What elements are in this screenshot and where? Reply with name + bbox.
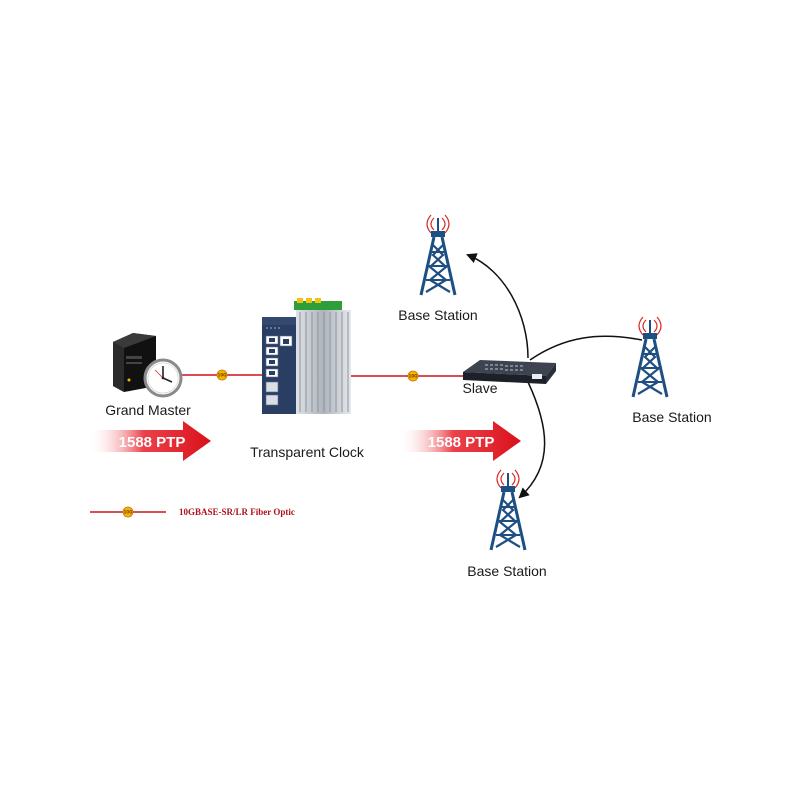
- legend-label: 10GBASE-SR/LR Fiber Optic: [179, 507, 295, 517]
- link-curve-right: [529, 335, 643, 361]
- cell-tower-icon: [419, 213, 457, 297]
- base-station-right-label: Base Station: [632, 409, 711, 425]
- svg-text:10G: 10G: [218, 373, 227, 378]
- slave-node: Slave: [462, 360, 556, 396]
- base-station-bottom: Base Station: [467, 468, 547, 579]
- ptp-arrow-1: 1588 PTP: [88, 421, 211, 461]
- svg-text:10G: 10G: [409, 374, 418, 379]
- fiber-links: 10G 10G: [160, 369, 465, 382]
- base-station-right: Base Station: [631, 315, 712, 425]
- legend: 10G 10GBASE-SR/LR Fiber Optic: [90, 506, 295, 518]
- legend-fiber-marker: 10G: [122, 506, 134, 518]
- grand-master-label: Grand Master: [105, 402, 191, 418]
- wall-clock-icon: [143, 358, 183, 398]
- fiber-marker: 10G: [216, 369, 228, 381]
- transparent-clock-node: Transparent Clock: [250, 298, 365, 460]
- grand-master-node: Grand Master: [105, 333, 191, 418]
- svg-text:10G: 10G: [124, 510, 133, 515]
- ptp-arrow-2: 1588 PTP: [398, 421, 521, 461]
- fiber-marker: 10G: [407, 370, 419, 382]
- slave-links: [466, 253, 643, 499]
- link-arrow-top: [466, 253, 529, 359]
- ptp-arrow-2-label: 1588 PTP: [428, 434, 495, 451]
- link-arrow-bottom: [518, 381, 546, 499]
- cell-tower-icon: [489, 468, 527, 552]
- base-station-bottom-label: Base Station: [467, 563, 546, 579]
- slave-label: Slave: [462, 380, 497, 396]
- transparent-clock-label: Transparent Clock: [250, 444, 365, 460]
- ptp-arrow-1-label: 1588 PTP: [119, 434, 186, 451]
- rack-switch-icon: [463, 360, 556, 384]
- industrial-switch-icon: [262, 298, 351, 414]
- cell-tower-icon: [631, 315, 669, 399]
- base-station-top: Base Station: [398, 213, 478, 323]
- base-station-top-label: Base Station: [398, 307, 477, 323]
